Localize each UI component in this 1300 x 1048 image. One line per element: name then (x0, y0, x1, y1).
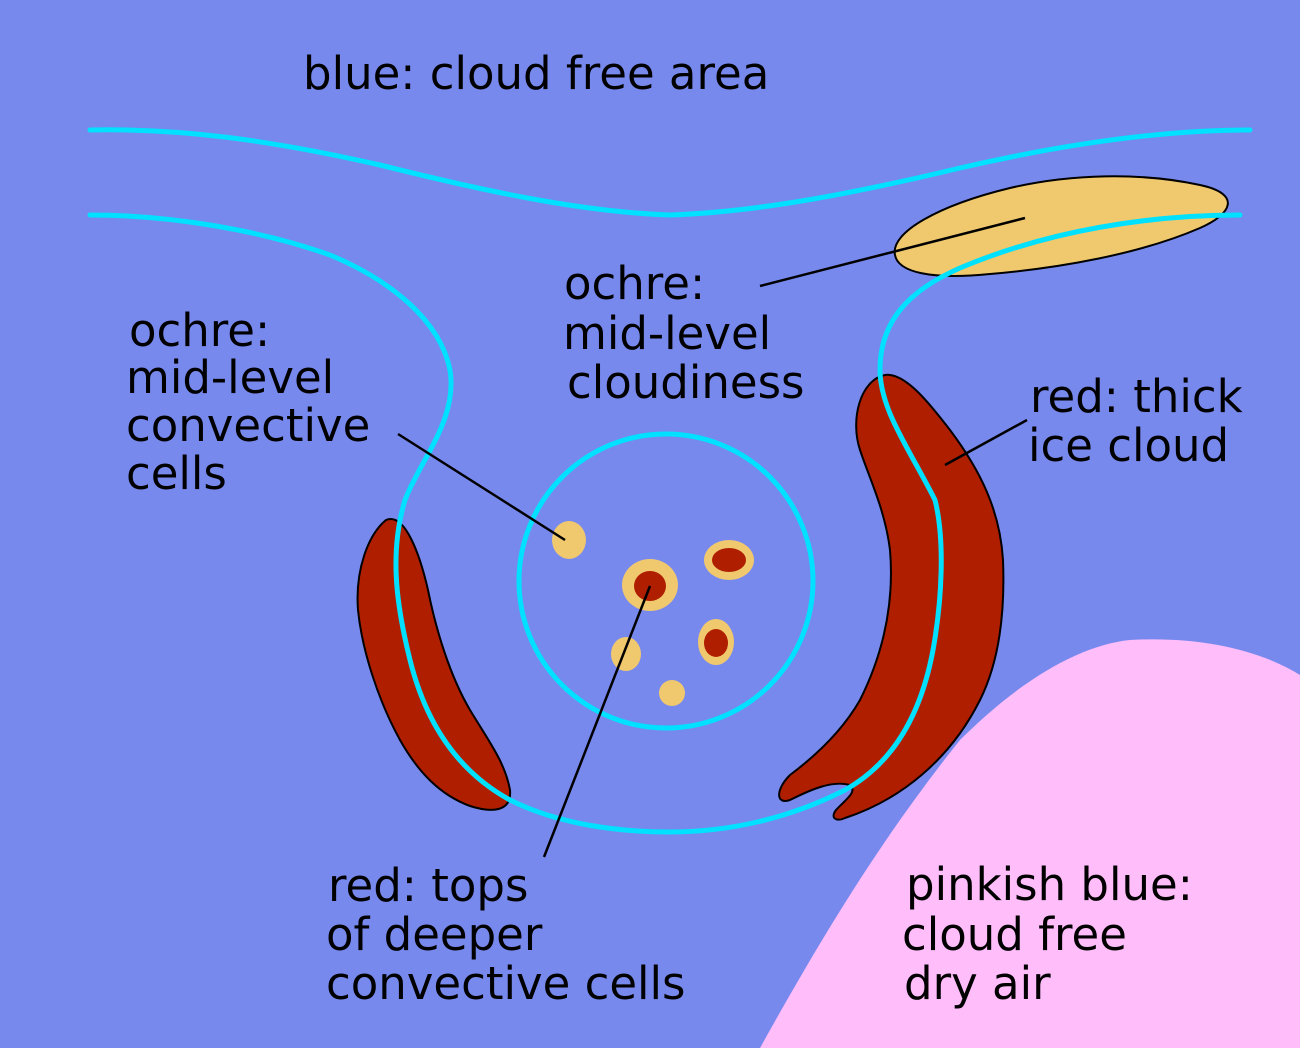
label-line: convective (126, 399, 370, 452)
red-cell-top (712, 548, 746, 572)
ochre-cell (659, 680, 685, 706)
label-line: dry air (904, 957, 1051, 1010)
middle-cyan-line (87, 212, 1243, 835)
ochre-cell (552, 521, 586, 559)
red-cell-top (704, 629, 728, 657)
dry-air-region (760, 639, 1300, 1048)
label-line: of deeper (326, 908, 543, 961)
cloudiness-label: ochre: mid-level cloudiness (563, 257, 804, 409)
upper-cyan-line (87, 127, 1253, 218)
label-line: ice cloud (1028, 419, 1229, 472)
tops-leader (542, 585, 652, 858)
label-line: cells (126, 447, 227, 500)
cloud-free-area-label: blue: cloud free area (303, 47, 769, 100)
label-line: ochre: (564, 257, 705, 310)
label-line: mid-level (126, 351, 334, 404)
label-line: ochre: (129, 304, 270, 357)
inner-cyan-circle (516, 431, 816, 731)
label-line: pinkish blue: (906, 858, 1193, 911)
ice-cloud-leader (944, 418, 1028, 467)
label-line: red: thick (1030, 370, 1243, 423)
dry-air-label: pinkish blue: cloud free dry air (902, 858, 1193, 1010)
convective-cells-label: ochre: mid-level convective cells (126, 304, 370, 500)
label-line: mid-level (563, 307, 771, 360)
label-line: cloudiness (567, 356, 804, 409)
label-line: red: tops (328, 859, 528, 912)
label-line: convective cells (326, 957, 686, 1010)
label-line: cloud free (902, 908, 1127, 961)
leader-lines (397, 216, 1028, 858)
ice-cloud-label: red: thick ice cloud (1028, 370, 1243, 472)
cyan-boundary-lines (87, 127, 1253, 835)
convective-cells-leader (397, 432, 566, 542)
ochre-cell (611, 637, 641, 671)
mid-level-cloudiness-band (893, 175, 1229, 277)
tops-label: red: tops of deeper convective cells (326, 859, 686, 1010)
cloudiness-leader (759, 216, 1026, 288)
